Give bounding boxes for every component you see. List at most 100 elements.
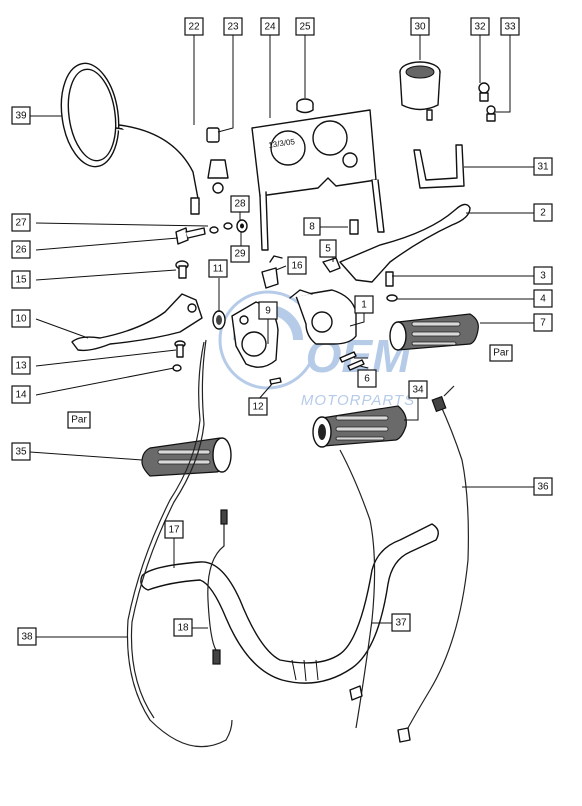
- svg-text:1: 1: [361, 300, 367, 311]
- bolt-washer-parts: [175, 219, 248, 245]
- svg-text:24: 24: [264, 22, 276, 33]
- switch-wire-part: [207, 509, 228, 665]
- svg-text:30: 30: [414, 22, 426, 33]
- svg-text:16: 16: [291, 261, 303, 272]
- plug-part: [296, 98, 314, 114]
- callout-23: 23: [223, 17, 243, 36]
- callout-22: 22: [184, 17, 204, 36]
- callout-13: 13: [11, 356, 31, 375]
- svg-text:23: 23: [227, 22, 239, 33]
- callout-33: 33: [500, 17, 520, 36]
- callout-5: 5: [319, 239, 337, 258]
- small-hardware-parts: [261, 219, 398, 302]
- screw-parts: [269, 351, 365, 385]
- callout-18: 18: [173, 618, 193, 637]
- callout-25: 25: [295, 17, 315, 36]
- bulb-parts: [478, 82, 496, 122]
- callout-36: 36: [533, 477, 553, 496]
- svg-text:3: 3: [540, 271, 546, 282]
- callout-2: 2: [533, 203, 553, 222]
- svg-text:22: 22: [188, 22, 200, 33]
- svg-text:31: 31: [537, 162, 549, 173]
- indicator-switch-parts: [206, 127, 229, 194]
- callout-30: 30: [410, 17, 430, 36]
- watermark-subtitle: MOTORPARTS: [301, 392, 415, 409]
- svg-text:26: 26: [15, 245, 27, 256]
- callout-6: 6: [357, 369, 377, 388]
- svg-text:38: 38: [21, 632, 33, 643]
- callout-32: 32: [470, 17, 490, 36]
- svg-text:27: 27: [15, 218, 27, 229]
- svg-text:2: 2: [540, 208, 546, 219]
- callout-35: 35: [11, 442, 31, 461]
- pair-label-left: Par: [67, 411, 91, 429]
- callout-labels: 22 23 24 25 30 32 33 39 31 28 2 27 8 5 2…: [11, 17, 553, 646]
- svg-text:Par: Par: [71, 415, 87, 426]
- svg-text:34: 34: [412, 385, 424, 396]
- svg-text:12: 12: [252, 402, 264, 413]
- callout-14: 14: [11, 385, 31, 404]
- callout-10: 10: [11, 309, 31, 328]
- callout-37: 37: [391, 613, 411, 632]
- svg-text:32: 32: [474, 22, 486, 33]
- svg-text:11: 11: [213, 264, 224, 275]
- callout-34: 34: [408, 380, 428, 399]
- callout-7: 7: [533, 313, 553, 332]
- svg-text:6: 6: [364, 374, 370, 385]
- gauge-part: [399, 61, 441, 121]
- callout-3: 3: [533, 266, 553, 285]
- handlebar-part: [140, 523, 439, 684]
- svg-text:35: 35: [15, 447, 27, 458]
- grip-35-part: [141, 437, 232, 477]
- svg-text:36: 36: [537, 482, 549, 493]
- callout-12: 12: [248, 397, 268, 416]
- clip-11-part: [212, 310, 226, 330]
- callout-16: 16: [287, 256, 307, 275]
- gauge-bracket-part: [413, 144, 465, 189]
- leader-lines: [29, 35, 534, 638]
- svg-text:39: 39: [15, 111, 27, 122]
- grip-34-part: [312, 405, 407, 448]
- svg-text:9: 9: [265, 306, 271, 317]
- svg-text:37: 37: [395, 618, 407, 629]
- dashboard-text: 13/3/05: [268, 137, 296, 150]
- svg-text:8: 8: [309, 222, 315, 233]
- svg-text:7: 7: [540, 318, 546, 329]
- callout-8: 8: [303, 217, 321, 236]
- throttle-housing-part: [289, 289, 357, 345]
- pair-label-right: Par: [489, 344, 513, 362]
- callout-29: 29: [230, 245, 250, 263]
- callout-4: 4: [533, 289, 553, 308]
- callout-15: 15: [11, 270, 31, 289]
- callout-1: 1: [354, 295, 374, 314]
- callout-24: 24: [260, 17, 280, 36]
- callout-38: 38: [17, 627, 37, 646]
- callout-27: 27: [11, 213, 31, 232]
- svg-text:15: 15: [15, 275, 27, 286]
- svg-text:4: 4: [540, 294, 546, 305]
- svg-text:25: 25: [299, 22, 311, 33]
- right-brake-lever-part: [339, 203, 471, 283]
- cables: [126, 339, 469, 748]
- svg-text:17: 17: [168, 525, 180, 536]
- left-clutch-lever-part: [71, 293, 203, 352]
- callout-31: 31: [533, 157, 553, 176]
- callout-39: 39: [11, 106, 31, 125]
- svg-text:10: 10: [15, 314, 27, 325]
- callout-11: 11: [208, 259, 228, 278]
- svg-text:28: 28: [234, 199, 246, 210]
- svg-text:14: 14: [15, 390, 27, 401]
- svg-text:33: 33: [504, 22, 516, 33]
- callout-26: 26: [11, 240, 31, 259]
- svg-text:Par: Par: [493, 348, 509, 359]
- svg-text:13: 13: [15, 361, 27, 372]
- mirror-part: [60, 62, 200, 215]
- callout-17: 17: [164, 520, 184, 539]
- svg-text:5: 5: [325, 244, 331, 255]
- dashboard-bracket-part: 13/3/05: [251, 109, 385, 251]
- right-grip-part: [389, 313, 479, 351]
- svg-text:29: 29: [234, 249, 246, 260]
- bolt-15-part: [175, 260, 189, 279]
- bolt-13-part: [172, 340, 186, 372]
